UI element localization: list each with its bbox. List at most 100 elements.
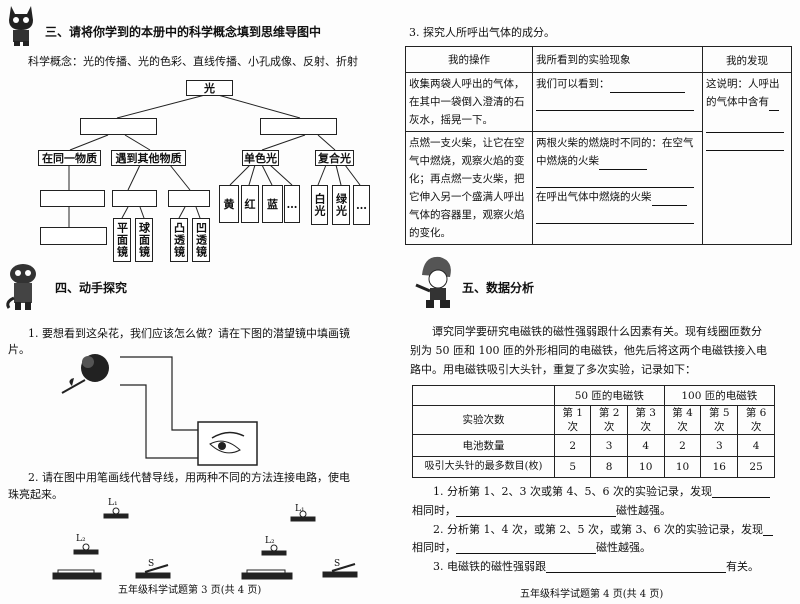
bulb-icon (290, 510, 316, 522)
mindmap-blank-right[interactable] (260, 118, 337, 135)
section3-title: 三、请将你学到的本册中的科学概念填到思维导图中 (45, 25, 322, 39)
q3-title: 3. 探究人所呼出气体的成分。 (409, 26, 555, 39)
analysis-q1-pre: 相同时， (412, 504, 456, 517)
page-footer-left: 五年级科学试题第 3 页(共 4 页) (118, 585, 262, 596)
analysis-q2-post: 磁性越强。 (596, 541, 651, 554)
concept-list: 科学概念：光的传播、光的色彩、直线传播、小孔成像、反射、折射 (28, 55, 358, 68)
mindmap-blank[interactable] (40, 190, 105, 207)
answer-blank[interactable] (536, 99, 694, 111)
answer-blank[interactable] (546, 561, 726, 573)
row2-observation-1: 两根火柴的燃烧时不同的：在空气中燃烧的火柴 (536, 137, 694, 167)
group-header: 50 匝的电磁铁 (554, 385, 665, 406)
mindmap-blank[interactable] (40, 227, 107, 245)
answer-blank[interactable] (609, 81, 685, 93)
eye-icon (209, 431, 245, 454)
answer-blank[interactable] (762, 524, 773, 536)
battery-icon (241, 569, 293, 580)
row1-operation: 收集两袋人呼出的气体，在其中一袋倒入澄清的石灰水，摇晃一下。 (405, 72, 533, 132)
row1-observation-cell: 我们可以看到： (532, 72, 703, 132)
question-1-cont: 片。 (8, 343, 30, 356)
cell: 10 (626, 456, 665, 478)
bulb-label-l1: L₁ (295, 504, 305, 514)
cell: 第 6 次 (737, 405, 775, 435)
analysis-q1-cont: 相同时，磁性越强。 (412, 504, 671, 517)
answer-blank[interactable] (536, 212, 694, 224)
row-label: 吸引大头针的最多数目(枚) (412, 456, 555, 478)
mindmap-leaf: 凹透镜 (192, 218, 210, 262)
analysis-q1: 1. 分析第 1、2、3 次或第 4、5、6 次的实验记录，发现 (433, 485, 770, 498)
cell: 2 (553, 434, 592, 457)
cell: 3 (590, 434, 628, 457)
cell: 3 (700, 434, 739, 457)
answer-blank[interactable] (456, 505, 616, 517)
mindmap-leaf: 平面镜 (113, 218, 131, 262)
analysis-q3-post: 有关。 (726, 560, 759, 573)
finding-cell: 这说明：人呼出的气体中含有 (702, 72, 792, 245)
exhaled-gas-table: 我的操作 我所看到的实验现象 我的发现 收集两袋人呼出的气体，在其中一袋倒入澄清… (405, 46, 792, 245)
analysis-q2-cont: 相同时， 磁性越强。 (412, 541, 651, 554)
page-footer-right: 五年级科学试题第 4 页(共 4 页) (520, 589, 664, 600)
header-operation: 我的操作 (405, 46, 533, 73)
answer-blank[interactable] (651, 194, 687, 206)
answer-blank[interactable] (711, 486, 770, 498)
cell: 第 5 次 (700, 405, 739, 435)
mindmap-leaf: 蓝 (262, 185, 283, 223)
row-label: 电池数量 (412, 434, 555, 457)
mindmap-leaf: 白光 (311, 185, 328, 225)
header-observation: 我所看到的实验现象 (532, 46, 703, 73)
row-label: 实验次数 (412, 405, 555, 435)
mindmap-root: 光 (186, 80, 233, 96)
switch-label: S (148, 559, 155, 569)
answer-blank[interactable] (706, 121, 784, 133)
cell: 8 (590, 456, 628, 478)
cell: 5 (553, 456, 592, 478)
row2-observation-2: 在呼出气体中燃烧的火柴 (536, 191, 652, 203)
table-row: 实验次数 第 1 次第 2 次第 3 次第 4 次第 5 次第 6 次 (412, 405, 775, 435)
bulb-icon (103, 507, 129, 519)
cartoon-cat-icon (6, 264, 36, 310)
battery-icon (52, 569, 102, 580)
switch-icon (135, 564, 171, 579)
circuit-components (52, 507, 358, 580)
cell: 25 (737, 456, 775, 478)
mindmap-mono-light: 单色光 (242, 150, 279, 166)
question-1: 1. 要想看到这朵花，我们应该怎么做？请在下图的潜望镜中填画镜 (28, 327, 350, 340)
mindmap-leaf: 黄 (219, 185, 239, 223)
mindmap-leaf: … (353, 185, 370, 225)
row2-observation-cell: 两根火柴的燃烧时不同的：在空气中燃烧的火柴在呼出气体中燃烧的火柴 (532, 131, 703, 245)
answer-blank[interactable] (456, 542, 596, 554)
cell: 10 (663, 456, 702, 478)
section5-title: 五、数据分析 (462, 281, 535, 295)
cell: 第 4 次 (663, 405, 702, 435)
cell: 第 3 次 (626, 405, 665, 435)
cartoon-kid-icon (415, 256, 451, 308)
question-2: 2. 请在图中用笔画线代替导线，用两种不同的方法连接电路，使电 (28, 471, 350, 484)
answer-blank[interactable] (536, 176, 694, 188)
answer-blank[interactable] (599, 158, 647, 170)
cell: 4 (737, 434, 775, 457)
row2-operation: 点燃一支火柴，让它在空气中燃烧，观察火焰的变化；再点燃一支火柴，把它伸入另一个盛… (405, 131, 533, 245)
group-header: 100 匝的电磁铁 (663, 385, 776, 406)
answer-blank[interactable] (769, 99, 779, 111)
bulb-icon (73, 543, 99, 555)
mindmap-blank[interactable] (168, 190, 210, 207)
answer-blank[interactable] (706, 139, 784, 151)
mindmap-connectors (68, 94, 361, 227)
cell: 第 2 次 (590, 405, 628, 435)
cell: 4 (626, 434, 665, 457)
analysis-q3-pre: 3. 电磁铁的磁性强弱跟 (433, 560, 546, 573)
analysis-q2: 2. 分析第 1、4 次，或第 2、5 次，或第 3、6 次的实验记录，发现 (433, 523, 773, 536)
header-finding: 我的发现 (702, 46, 792, 73)
mindmap-blank-left[interactable] (80, 118, 157, 135)
mindmap-leaf: 红 (241, 185, 259, 223)
analysis-q2-pre: 相同时， (412, 541, 456, 554)
switch-label: S (334, 559, 341, 569)
mindmap-blank[interactable] (112, 190, 157, 207)
section5-intro: 谭究同学要研究电磁铁的磁性强弱跟什么因素有关。现有线圈匝数分别为 50 匝和 1… (410, 325, 767, 376)
cell: 第 1 次 (553, 405, 592, 435)
mindmap-other-medium: 遇到其他物质 (111, 150, 186, 166)
analysis-q3: 3. 电磁铁的磁性强弱跟 有关。 (433, 560, 759, 573)
